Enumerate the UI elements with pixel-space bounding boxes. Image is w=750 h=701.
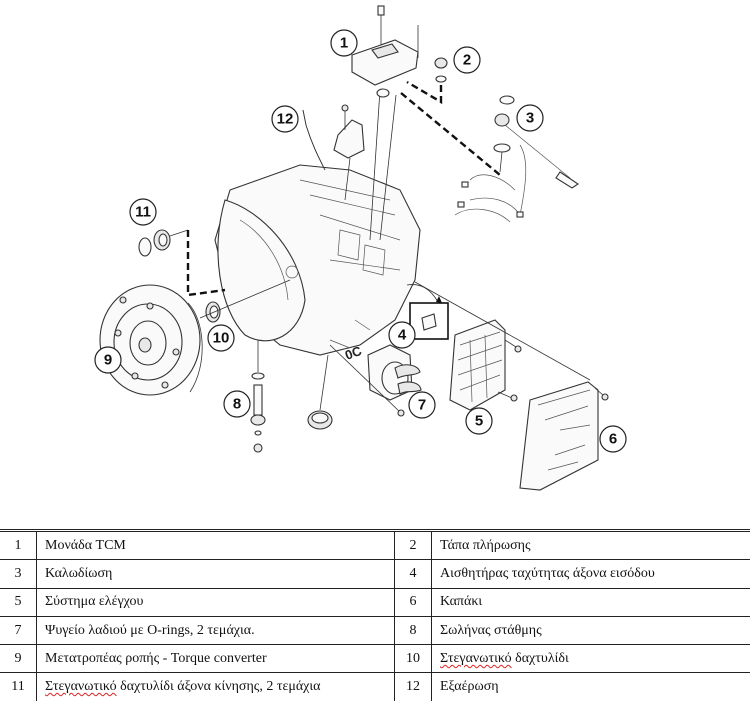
svg-text:8: 8 <box>233 396 241 413</box>
svg-text:12: 12 <box>277 111 294 128</box>
callout-8: 8 <box>224 391 250 417</box>
svg-text:9: 9 <box>104 352 112 369</box>
callout-7: 7 <box>409 392 435 418</box>
legend-description: Σωλήνας στάθμης <box>432 616 750 644</box>
svg-text:6: 6 <box>609 431 617 448</box>
legend-number: 10 <box>395 645 432 673</box>
legend-number: 6 <box>395 588 432 616</box>
svg-text:11: 11 <box>135 204 151 221</box>
parts-legend-table: 1 Μονάδα TCM 2 Τάπα πλήρωσης 3 Καλωδίωση… <box>0 529 750 701</box>
legend-row: 1 Μονάδα TCM 2 Τάπα πλήρωσης <box>0 531 750 560</box>
svg-text:2: 2 <box>463 52 471 69</box>
legend-number: 12 <box>395 673 432 701</box>
svg-text:4: 4 <box>398 327 407 344</box>
callout-4: 4 <box>389 322 415 348</box>
legend-row: 5 Σύστημα ελέγχου 6 Καπάκι <box>0 588 750 616</box>
legend-description: Καπάκι <box>432 588 750 616</box>
callout-12: 12 <box>272 106 298 132</box>
legend-row: 11 Στεγανωτικό δαχτυλίδι άξονα κίνησης, … <box>0 673 750 701</box>
spellcheck-word: Στεγανωτικό <box>440 651 512 666</box>
spellcheck-word: Στεγανωτικό <box>45 679 117 694</box>
part-dipstick-tube <box>251 340 265 452</box>
legend-row: 9 Μετατροπέας ροπής - Torque converter 1… <box>0 645 750 673</box>
legend-description: Εξαέρωση <box>432 673 750 701</box>
legend-description: Ψυγείο λαδιού με O-rings, 2 τεμάχια. <box>37 616 395 644</box>
legend-number: 3 <box>0 560 37 588</box>
callout-10: 10 <box>208 325 234 351</box>
legend-description: Καλωδίωση <box>37 560 395 588</box>
svg-text:3: 3 <box>526 110 534 127</box>
legend-description: Σύστημα ελέγχου <box>37 588 395 616</box>
legend-number: 2 <box>395 531 432 560</box>
callout-5: 5 <box>466 408 492 434</box>
legend-row: 7 Ψυγείο λαδιού με O-rings, 2 τεμάχια. 8… <box>0 616 750 644</box>
legend-row: 3 Καλωδίωση 4 Αισθητήρας ταχύτητας άξονα… <box>0 560 750 588</box>
legend-description: Στεγανωτικό δαχτυλίδι <box>432 645 750 673</box>
svg-text:10: 10 <box>213 330 230 347</box>
callout-3: 3 <box>517 105 543 131</box>
legend-description: Στεγανωτικό δαχτυλίδι άξονα κίνησης, 2 τ… <box>37 673 395 701</box>
legend-description: Μονάδα TCM <box>37 531 395 560</box>
legend-number: 7 <box>0 616 37 644</box>
legend-description-rest: δαχτυλίδι άξονα κίνησης, 2 τεμάχια <box>117 679 321 694</box>
legend-description: Μετατροπέας ροπής - Torque converter <box>37 645 395 673</box>
part-wiring-harness <box>455 96 578 222</box>
callout-6: 6 <box>600 426 626 452</box>
legend-description: Αισθητήρας ταχύτητας άξονα εισόδου <box>432 560 750 588</box>
legend-number: 1 <box>0 531 37 560</box>
part-oil-cooler: 0C <box>308 343 421 429</box>
callout-1: 1 <box>331 30 357 56</box>
svg-text:7: 7 <box>418 397 426 414</box>
part-torque-converter <box>100 285 202 395</box>
legend-number: 4 <box>395 560 432 588</box>
transmission-housing <box>215 165 420 355</box>
legend-number: 5 <box>0 588 37 616</box>
legend-number: 9 <box>0 645 37 673</box>
callout-11: 11 <box>130 199 156 225</box>
legend-number: 8 <box>395 616 432 644</box>
part-valve-body <box>450 320 521 410</box>
legend-number: 11 <box>0 673 37 701</box>
legend-description: Τάπα πλήρωσης <box>432 531 750 560</box>
legend-description-rest: δαχτυλίδι <box>512 651 569 666</box>
exploded-diagram: 0C <box>0 0 750 520</box>
callout-2: 2 <box>454 47 480 73</box>
svg-text:1: 1 <box>340 35 348 52</box>
callout-9: 9 <box>95 347 121 373</box>
svg-text:5: 5 <box>475 413 483 430</box>
